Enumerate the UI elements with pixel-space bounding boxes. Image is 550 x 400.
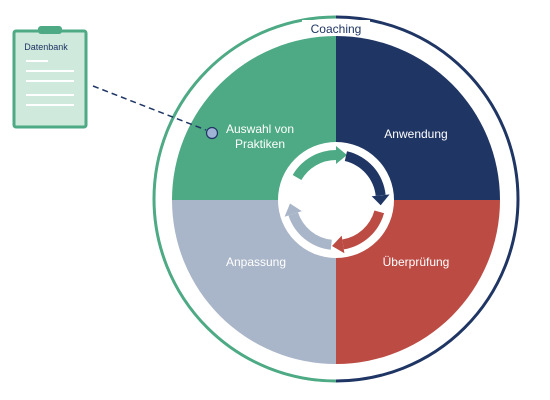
outer-ring-left-half	[152, 15, 337, 383]
cycle-arrow-green	[292, 150, 336, 180]
cycle-arrow-red	[342, 210, 385, 250]
label-adjustment: Anpassung	[226, 255, 286, 269]
database-clipboard: Datenbank	[12, 26, 88, 129]
cycle-arrow-gray-head	[284, 203, 302, 217]
cycle-arrow-navy	[344, 151, 386, 196]
cycle-arrow-green-head	[336, 146, 347, 164]
coaching-label-bg	[302, 20, 370, 36]
cycle-arrow-navy-head	[371, 194, 390, 206]
label-selection-line1: Auswahl von	[226, 122, 294, 136]
coaching-label: Coaching	[311, 22, 362, 36]
label-selection-line2: Praktiken	[235, 137, 285, 151]
clipboard-clip	[38, 26, 62, 34]
cycle-arrows	[284, 146, 390, 254]
dashed-connector	[92, 85, 207, 131]
label-review: Überprüfung	[383, 255, 450, 269]
database-label: Datenbank	[24, 42, 68, 52]
cycle-arrow-gray	[288, 212, 332, 250]
cycle-arrow-red-head	[332, 235, 345, 254]
connector-node	[205, 126, 219, 140]
outer-ring-right-half	[335, 15, 520, 383]
label-application: Anwendung	[384, 127, 447, 141]
